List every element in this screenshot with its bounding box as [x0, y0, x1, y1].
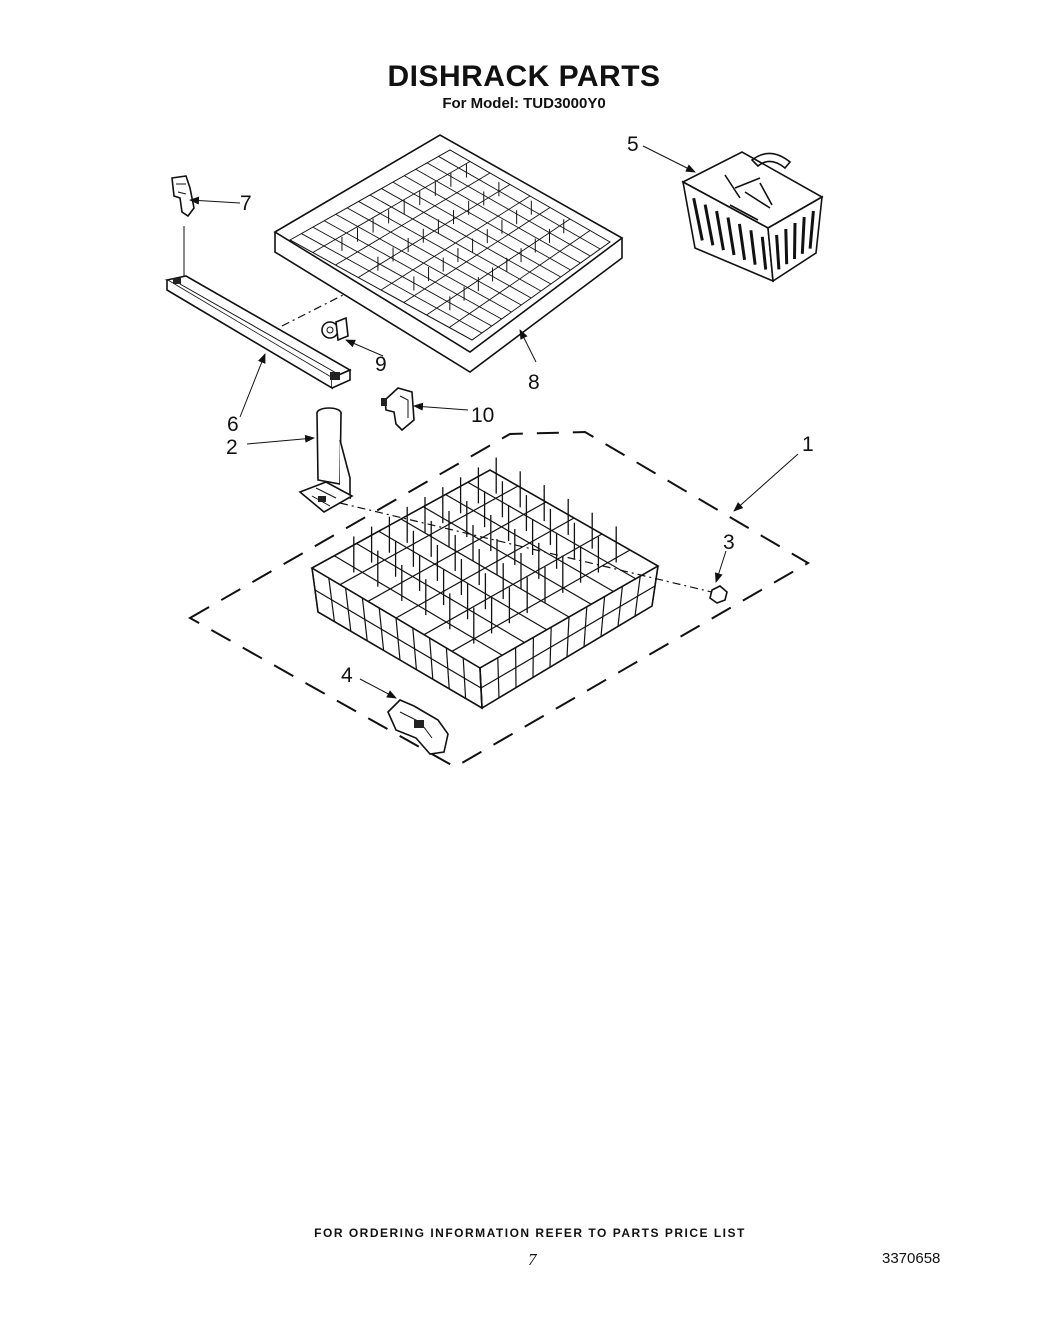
spray-manifold-tube — [298, 407, 354, 513]
callout-6: 6 — [227, 413, 239, 436]
silverware-basket — [681, 151, 824, 283]
callout-leaders — [189, 145, 799, 699]
lower-rack-outline — [187, 430, 810, 769]
rack-wheel-assembly — [387, 699, 449, 755]
lower-dishrack — [310, 457, 660, 710]
rack-stop-clip — [171, 175, 195, 218]
rack-roller-wheel — [321, 316, 349, 342]
page-number: 7 — [528, 1250, 537, 1269]
callout-7: 7 — [240, 192, 252, 215]
rack-stop-bumper — [709, 585, 728, 604]
callout-3: 3 — [723, 531, 735, 554]
callout-1: 1 — [802, 433, 814, 456]
rack-end-cap — [381, 387, 415, 432]
callout-10: 10 — [471, 404, 494, 427]
callout-4: 4 — [341, 664, 353, 687]
callout-8: 8 — [528, 371, 540, 394]
upper-dishrack — [273, 134, 624, 373]
callout-5: 5 — [627, 133, 639, 156]
page-title: DISHRACK PARTS — [387, 60, 661, 93]
callout-2: 2 — [226, 436, 238, 459]
ordering-info-note: FOR ORDERING INFORMATION REFER TO PARTS … — [314, 1226, 746, 1240]
model-subtitle: For Model: TUD3000Y0 — [442, 95, 606, 112]
rack-adjuster-rail — [164, 226, 352, 390]
callout-9: 9 — [375, 353, 387, 376]
document-number: 3370658 — [882, 1250, 941, 1267]
